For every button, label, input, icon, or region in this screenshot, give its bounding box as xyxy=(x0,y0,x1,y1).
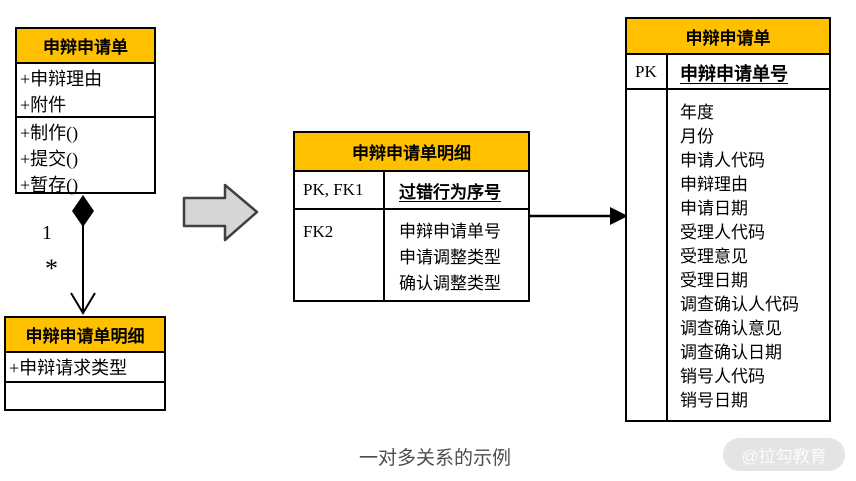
primary-key-field: 申辩申请单号 xyxy=(680,64,788,84)
uml-attribute: +申辩请求类型 xyxy=(9,358,128,378)
field: 调查确认人代码 xyxy=(680,295,799,314)
uml-class-claim-form: 申辩申请单 +申辩理由 +附件 +制作() +提交() +暂存() xyxy=(15,27,156,195)
multiplicity-many-label: * xyxy=(45,254,58,283)
field: 月份 xyxy=(680,127,714,146)
field: 申请调整类型 xyxy=(399,248,501,267)
watermark-badge: @拉勾教育 xyxy=(723,438,845,471)
er-table-claim-form: 申辩申请单 PK 申辩申请单号 年度 月份 申请人代码 申辩理由 申请日期 受理… xyxy=(625,17,831,422)
key-label: FK2 xyxy=(295,210,385,300)
uml-method: +提交() xyxy=(20,149,79,169)
field: 受理日期 xyxy=(680,271,748,290)
er-table-claim-detail-title: 申辩申请单明细 xyxy=(295,133,528,172)
open-arrowhead-icon xyxy=(70,292,96,315)
field: 申辩申请单号 xyxy=(399,222,501,241)
field: 调查确认日期 xyxy=(680,343,782,362)
field-list: 申辩申请单号 申请调整类型 确认调整类型 xyxy=(385,210,528,300)
uml-method: +制作() xyxy=(20,123,79,143)
key-label-empty xyxy=(627,90,668,420)
primary-key-field: 过错行为序号 xyxy=(399,183,501,202)
table-row: PK, FK1 过错行为序号 xyxy=(295,172,528,210)
transform-arrow-icon xyxy=(182,183,259,242)
field: 申请日期 xyxy=(680,199,748,218)
key-label: PK xyxy=(627,55,668,88)
uml-attribute: +申辩理由 xyxy=(20,69,103,89)
field: 受理意见 xyxy=(680,247,748,266)
field: 年度 xyxy=(680,103,714,122)
composition-diamond-icon xyxy=(72,195,94,227)
multiplicity-one-label: 1 xyxy=(42,222,52,244)
uml-class-claim-form-methods: +制作() +提交() +暂存() xyxy=(17,118,154,195)
uml-class-claim-detail-title: 申辩申请单明细 xyxy=(6,318,164,353)
primary-key-cell: 过错行为序号 xyxy=(385,172,528,208)
er-table-claim-detail: 申辩申请单明细 PK, FK1 过错行为序号 FK2 申辩申请单号 申请调整类型… xyxy=(293,131,530,302)
field: 销号人代码 xyxy=(680,367,765,386)
uml-class-claim-detail: 申辩申请单明细 +申辩请求类型 xyxy=(4,316,166,411)
uml-method: +暂存() xyxy=(20,175,79,195)
diagram-caption: 一对多关系的示例 xyxy=(358,448,511,469)
table-row: PK 申辩申请单号 xyxy=(627,55,829,90)
uml-class-claim-detail-methods-empty xyxy=(6,383,164,409)
uml-class-claim-detail-attributes: +申辩请求类型 xyxy=(6,353,164,383)
uml-attribute: +附件 xyxy=(20,95,67,115)
field: 申请人代码 xyxy=(680,151,765,170)
field: 申辩理由 xyxy=(680,175,748,194)
uml-class-claim-form-attributes: +申辩理由 +附件 xyxy=(17,64,154,118)
field: 销号日期 xyxy=(680,391,748,410)
field-list: 年度 月份 申请人代码 申辩理由 申请日期 受理人代码 受理意见 受理日期 调查… xyxy=(668,90,829,420)
field: 调查确认意见 xyxy=(680,319,782,338)
er-table-claim-form-title: 申辩申请单 xyxy=(627,19,829,55)
field: 确认调整类型 xyxy=(399,274,501,293)
table-row: FK2 申辩申请单号 申请调整类型 确认调整类型 xyxy=(295,210,528,300)
field: 受理人代码 xyxy=(680,223,765,242)
primary-key-cell: 申辩申请单号 xyxy=(668,55,829,88)
table-row: 年度 月份 申请人代码 申辩理由 申请日期 受理人代码 受理意见 受理日期 调查… xyxy=(627,90,829,420)
uml-class-claim-form-title: 申辩申请单 xyxy=(17,29,154,64)
key-label: PK, FK1 xyxy=(295,172,385,208)
